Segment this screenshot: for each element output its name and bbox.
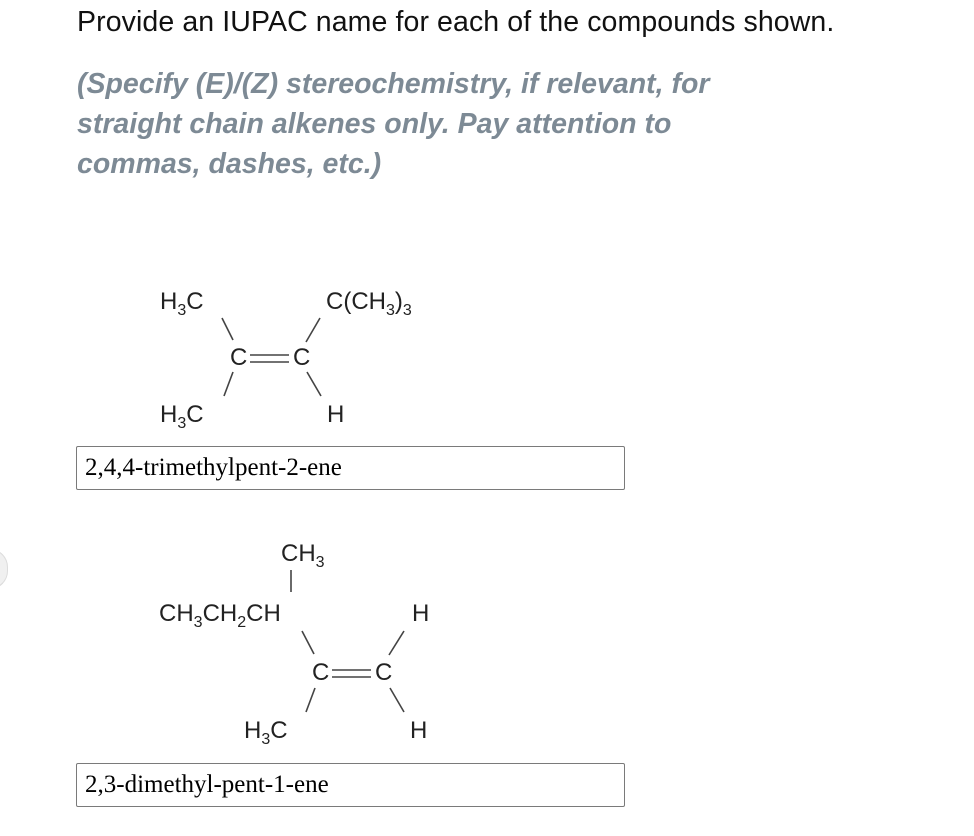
compound-2-answer-input[interactable]: 2,3-dimethyl-pent-1-ene [76,763,625,807]
question-instruction: (Specify (E)/(Z) stereochemistry, if rel… [77,64,957,184]
compound-2-bond-top-right [388,630,405,656]
compound-1-bond-top-right [305,317,321,343]
compound-1-tert-butyl: C(CH3)3 [326,288,412,319]
compound-2-bond-bottom-left [305,687,316,713]
compound-2-chain: CH3CH2CH [159,600,281,631]
compound-2-hydrogen-bottom: H [410,717,427,744]
instruction-line-3: commas, dashes, etc.) [77,148,382,180]
compound-1-alkene-carbon-right: C [293,344,310,371]
compound-1-answer-input[interactable]: 2,4,4-trimethylpent-2-ene [76,446,625,490]
compound-1-h3c-bottom: H3C [160,401,204,432]
compound-2-alkene-carbon-left: C [312,659,329,686]
compound-2-structure: CH3 CH3CH2CH H C C H3C H [159,540,429,748]
compound-1-bond-bottom-left [223,371,234,397]
compound-2-bond-bottom-right [389,687,405,713]
compound-1-structure: H3C C(CH3)3 C C H3C H [160,288,412,432]
compound-2-hydrogen-top: H [412,600,429,627]
instruction-line-2: straight chain alkenes only. Pay attenti… [77,108,672,140]
compound-1-bond-top-left [221,317,234,341]
question-prompt: Provide an IUPAC name for each of the co… [77,6,835,38]
compound-1-hydrogen: H [327,401,344,428]
compound-1-bond-bottom-right [306,371,322,397]
compound-1-alkene-carbon-left: C [230,344,247,371]
compound-1-h3c-top: H3C [160,288,204,319]
compound-2-bond-chain [301,630,315,655]
compound-2-methyl-branch: CH3 [281,540,325,571]
instruction-line-1: (Specify (E)/(Z) stereochemistry, if rel… [77,68,710,100]
compound-2-h3c: H3C [244,717,288,748]
compound-2-alkene-carbon-right: C [375,659,392,686]
